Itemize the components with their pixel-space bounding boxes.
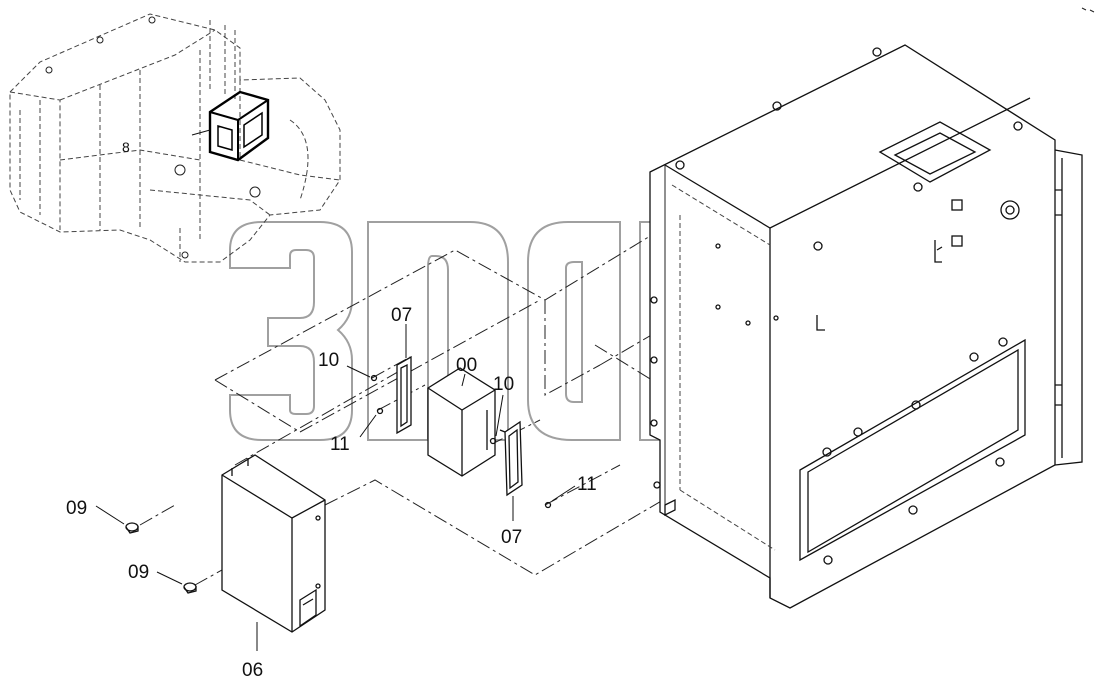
- leader-lines: [95, 324, 576, 651]
- part-00-controller: [427, 367, 496, 477]
- part-06-cover: [221, 454, 326, 633]
- main-enclosure: [649, 44, 1083, 609]
- callout-10-left: 10: [318, 350, 339, 371]
- locator-label: 8: [122, 139, 130, 155]
- watermark-glyph-1: [229, 221, 353, 441]
- part-07-bracket-left: [396, 355, 412, 435]
- corner-mark: [1081, 7, 1095, 13]
- watermark-glyph-2: [367, 221, 509, 441]
- locator-view: 8: [9, 13, 341, 263]
- watermark-glyph-3: [527, 221, 621, 441]
- part-09-screw-upper: [125, 522, 139, 534]
- locator-highlight-box: [208, 90, 270, 162]
- callout-11-left: 11: [330, 434, 350, 455]
- callout-11-right: 11: [577, 474, 597, 495]
- callout-07-upper: 07: [391, 305, 412, 326]
- part-11-washer-left: [376, 407, 384, 415]
- part-09-screw-lower: [183, 582, 197, 594]
- assembly-centerlines: [139, 229, 741, 586]
- part-07-bracket-right: [499, 420, 523, 497]
- callout-09-lower: 09: [128, 562, 149, 583]
- part-10-nut-right: [489, 437, 497, 445]
- callout-07-lower: 07: [501, 527, 522, 548]
- callout-00: 00: [456, 355, 477, 376]
- part-11-washer-right: [544, 501, 552, 509]
- callout-10-right: 10: [493, 374, 514, 395]
- callout-06: 06: [242, 660, 263, 681]
- part-10-nut-left: [370, 374, 378, 382]
- callout-09-upper: 09: [66, 498, 87, 519]
